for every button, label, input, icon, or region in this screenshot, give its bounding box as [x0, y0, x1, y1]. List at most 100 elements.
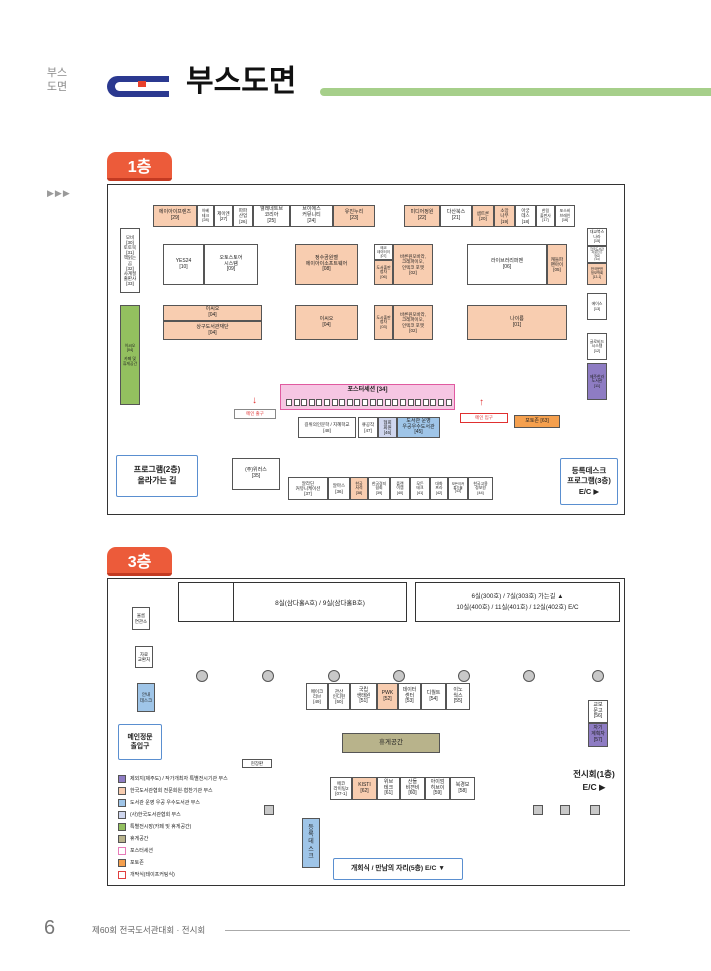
booth-25: 웰레네트브 코리아 [25]: [253, 205, 290, 227]
booth-09: 오토스토어 시스템 [09]: [204, 244, 258, 285]
main-entrance-label: 메인 입구: [460, 413, 508, 423]
booth-07-1: 에코 라이팅2 [07-1]: [330, 777, 352, 800]
legend-swatch-opening: [118, 871, 126, 879]
booth-29: 에이아이프렌즈 [29]: [153, 205, 197, 227]
poster-board: [301, 399, 308, 406]
logo-icon: [107, 76, 169, 97]
rooms-route: 6실(300호) / 7실(303호) 가는길 ▲ 10실(400호) / 11…: [415, 582, 620, 622]
poster-board: [324, 399, 330, 406]
pillar: [592, 670, 604, 682]
main-exit-label: 메인 출구: [234, 409, 276, 419]
booth-51: 국립 생태원 [51]: [350, 683, 377, 710]
booth-05: 캐들파 팬아이 [05]: [547, 244, 567, 285]
section-label: 부스 도면: [46, 67, 68, 93]
booth-16: 포스비 브레인 [16]: [555, 205, 575, 227]
booth-13-1: 한국문헌 정보학회 [13-1]: [587, 263, 607, 285]
poster-board: [392, 399, 399, 406]
cafe-lounge: 이씨오 [04] 카페 및 휴게공간: [120, 305, 140, 405]
booth-18: 아궁 데스 [18]: [515, 205, 536, 227]
legend-swatch-cafe: [118, 823, 126, 831]
gray-pillar: [590, 805, 600, 815]
poster-board: [384, 399, 391, 406]
booth-56: 교보 문고 [56]: [588, 700, 608, 723]
booth-12: 글로비드 시스템 [12]: [587, 333, 607, 360]
legend-label: 포토존: [130, 860, 144, 866]
poster-board: [415, 399, 422, 406]
booth-43: 모든이커 통기물 [43]: [448, 477, 468, 500]
booth-61: 위브 테크 [61]: [377, 777, 400, 800]
booth-36: 알마스 [36]: [328, 477, 350, 500]
info-desk: 안내 데스크: [137, 683, 155, 712]
poster-board: [445, 399, 452, 406]
booth-04b: 상구도서관재단 [04]: [163, 321, 262, 340]
pillar: [458, 670, 470, 682]
booth-39: 한국경지 협회 [39]: [368, 477, 390, 500]
rooms-route-line1: 6실(300호) / 7실(303호) 가는길 ▲: [471, 593, 564, 600]
photo-zone: 포토존 [63]: [514, 415, 560, 428]
booth-53: 데이터 센터 [53]: [398, 683, 421, 710]
booth-58: 북경보 [58]: [450, 777, 475, 800]
program-2f-route: 프로그램(2층) 올라가는 길: [116, 455, 198, 497]
legend-label: 포스터세션: [130, 848, 154, 854]
hall-8-9: 8실(삼다홀A호) / 9실(삼다홀B호): [178, 582, 407, 622]
exit-arrow-icon: ↓: [252, 395, 257, 406]
exhibition-1f-route: 전시회(1층) E/C ▶: [573, 769, 615, 792]
booth-11: 제주한라 도서관 [11]: [587, 363, 607, 400]
legend-swatch-photo: [118, 859, 126, 867]
booth-48: 길위의인문학 / 지혜학교 [48]: [298, 417, 356, 438]
poster-board: [354, 399, 361, 406]
pillar: [523, 670, 535, 682]
triple-arrow-icon: ▶▶▶: [47, 188, 71, 198]
poster-board: [346, 399, 353, 406]
booth-21: 다산북스 [21]: [440, 205, 472, 227]
booth-45: 도서관 운영 우공우수도서관 [45]: [397, 417, 440, 438]
booth-23: 유진누리 [23]: [333, 205, 375, 227]
poster-board: [362, 399, 368, 406]
booth-14: 한국도서관 자료진흥 협회 [14]: [587, 246, 607, 263]
page-title: 부스도면: [186, 65, 297, 98]
booth-35: (주)위러스 [35]: [232, 458, 280, 490]
poster-board: [369, 399, 376, 406]
booth-42: 대화 프라 [42]: [430, 477, 448, 500]
legend-label: 개막식(테이프커팅식): [130, 872, 175, 878]
page-number: 6: [44, 917, 56, 939]
onsite-sales: 현장판: [242, 759, 272, 768]
event-name: 제60회 전국도서관대회 · 전시회: [92, 925, 206, 935]
footer-rule: [225, 930, 630, 931]
booth-60: 산들 비젼비 [60]: [400, 777, 425, 800]
legend-label: 한국도서관협회 전문회원·협찬기관 부스: [130, 788, 213, 794]
poster-board: [316, 399, 323, 406]
legend-label: 특별전시장(카페 및 휴게공간): [130, 824, 192, 830]
gray-pillar: [533, 805, 543, 815]
booth-44: 한국고용 정보원 [44]: [468, 477, 493, 500]
poster-session: 포스터세션 [34]: [280, 384, 455, 410]
pillar: [393, 670, 405, 682]
booth-15: 대교북스 나라 [15]: [587, 228, 607, 246]
poster-board: [422, 399, 429, 406]
legend-label: 휴게공간: [130, 836, 149, 842]
booth-22: 미디어정원 [22]: [404, 205, 440, 227]
left-booth-2: 자료 교환처: [135, 646, 153, 668]
poster-board: [430, 399, 437, 406]
floor1-badge: 1층: [107, 152, 172, 181]
booth-49: 메이크 리브 [49]: [306, 683, 328, 710]
poster-board: [400, 399, 406, 406]
gray-pillar: [264, 805, 274, 815]
legend-swatch-poster: [118, 847, 126, 855]
booth-02b: 바른원모바라, 크레파이오, 인텍코 포맷 [02]: [393, 305, 433, 340]
lounge: 휴게공간: [342, 733, 440, 753]
booth-62: KISTI [62]: [352, 777, 377, 800]
gray-pillar: [560, 805, 570, 815]
booth-47: 큐공작 [47]: [358, 417, 378, 438]
poster-board: [293, 399, 300, 406]
legend-swatch-library: [118, 799, 126, 807]
poster-board: [339, 399, 346, 406]
legend-swatch-member: [118, 787, 126, 795]
booth-59: 아이엄 히브이 [59]: [425, 777, 450, 800]
booth-37: 알라딘 커뮤니케이션 [37]: [288, 477, 328, 500]
booth-06: 라이브러리퍼멘 [06]: [467, 244, 547, 285]
booth-24: 브이에스 커뮤니티 [24]: [290, 205, 333, 227]
booth-50: 관산 인디펀 [50]: [328, 683, 350, 710]
booth-27: 제이엔 [27]: [214, 205, 233, 227]
booth-03: 도시출판 청자 [03]: [374, 305, 393, 340]
